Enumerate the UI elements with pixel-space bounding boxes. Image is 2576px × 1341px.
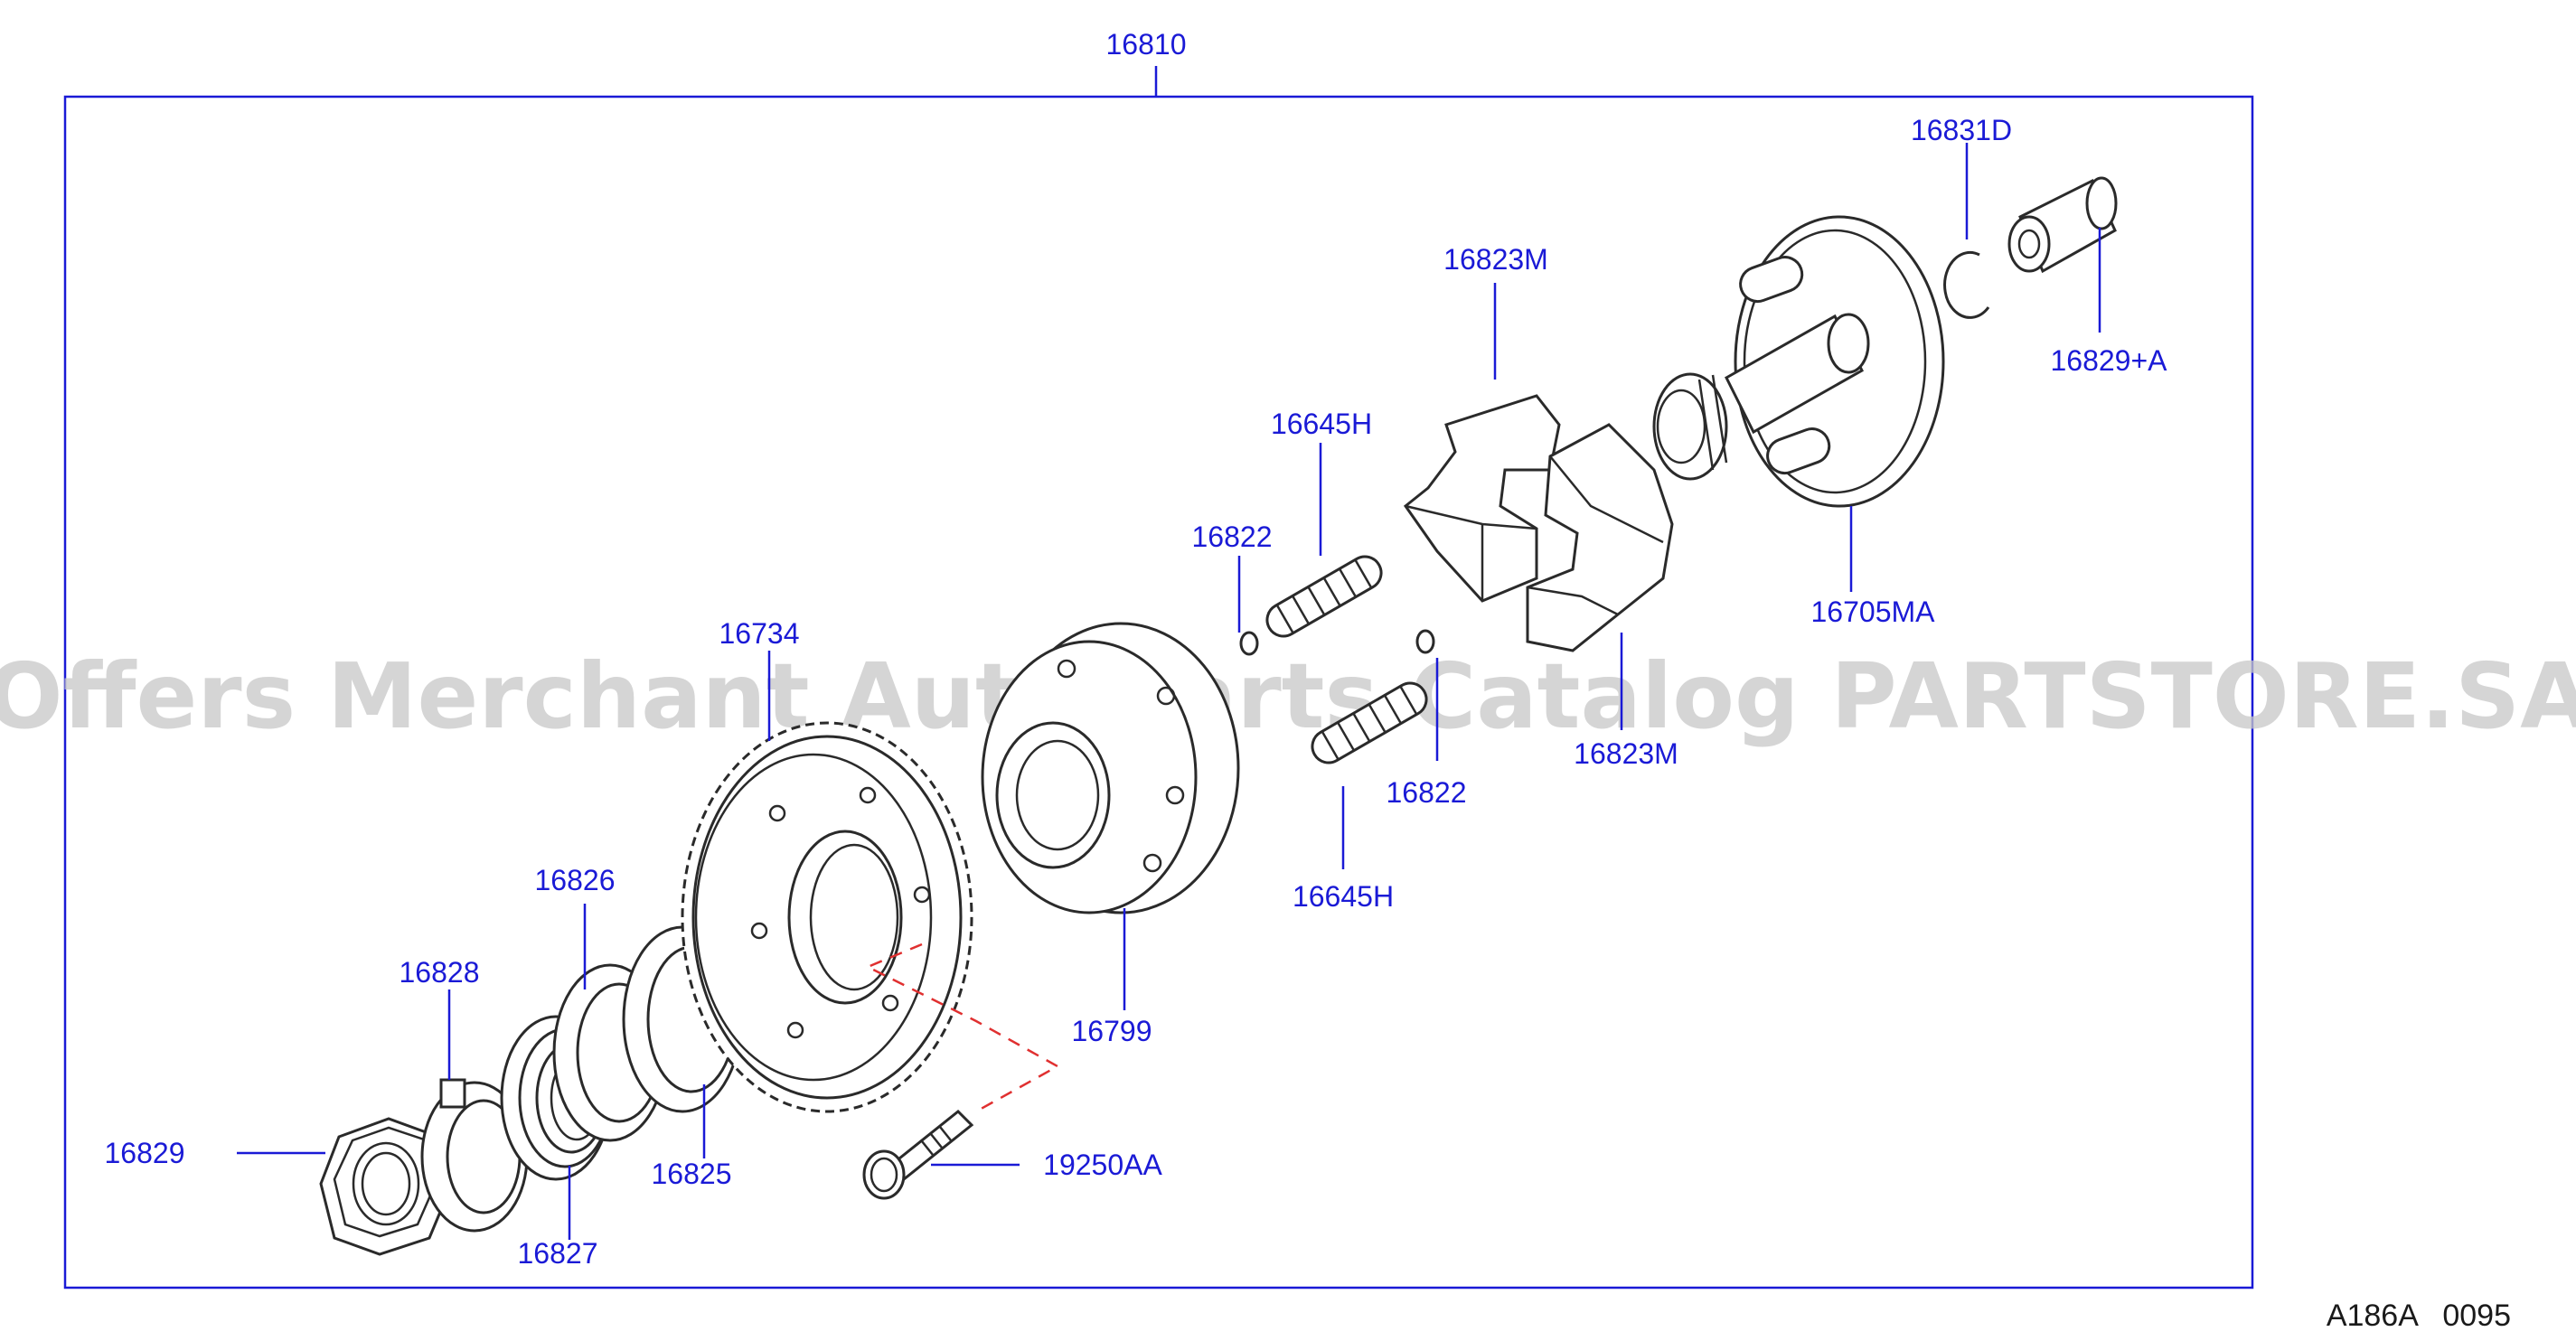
label-16734: 16734 bbox=[719, 617, 800, 650]
figure-code: A186A 0095 bbox=[2327, 1299, 2511, 1333]
pin-16829A[interactable] bbox=[2007, 176, 2118, 274]
assembly-frame bbox=[63, 95, 2254, 1289]
label-16829: 16829 bbox=[105, 1137, 185, 1169]
spring-16645H-bottom[interactable] bbox=[1306, 677, 1432, 768]
label-16828: 16828 bbox=[400, 956, 480, 989]
label-16799: 16799 bbox=[1072, 1015, 1152, 1047]
label-16705MA: 16705MA bbox=[1811, 595, 1936, 628]
nut-16829[interactable] bbox=[319, 1117, 454, 1256]
label-16827: 16827 bbox=[518, 1237, 598, 1270]
label-16822-bottom: 16822 bbox=[1387, 776, 1467, 809]
weight-16823M-bottom[interactable] bbox=[1526, 423, 1674, 652]
weight-16823M-top[interactable] bbox=[1403, 394, 1561, 603]
hub-16799[interactable] bbox=[981, 622, 1240, 914]
label-16825: 16825 bbox=[652, 1158, 732, 1190]
bolt-19250AA[interactable] bbox=[862, 1109, 974, 1200]
label-19250AA: 19250AA bbox=[1043, 1149, 1162, 1181]
label-16831D: 16831D bbox=[1911, 114, 2012, 146]
ring-16822-bottom[interactable] bbox=[1415, 629, 1435, 654]
spring-16645H-top[interactable] bbox=[1261, 550, 1387, 642]
watermark: Offers Merchant Auto Parts Catalog PARTS… bbox=[0, 643, 2576, 749]
label-16826: 16826 bbox=[535, 864, 616, 896]
label-16645H-bottom: 16645H bbox=[1293, 880, 1394, 913]
label-16823M-bottom: 16823M bbox=[1574, 737, 1678, 770]
shaft-plate-16705MA[interactable] bbox=[1652, 215, 1945, 508]
alignment-line bbox=[864, 942, 1060, 1113]
clip-16831D[interactable] bbox=[1943, 250, 1990, 319]
label-16810: 16810 bbox=[1106, 28, 1187, 61]
label-16645H-top: 16645H bbox=[1271, 408, 1372, 440]
label-16822-top: 16822 bbox=[1192, 520, 1273, 553]
gear-16734[interactable] bbox=[681, 721, 973, 1113]
label-16829A: 16829+A bbox=[2050, 344, 2167, 377]
label-16823M-top: 16823M bbox=[1443, 243, 1548, 276]
ring-16822-top[interactable] bbox=[1239, 631, 1259, 656]
